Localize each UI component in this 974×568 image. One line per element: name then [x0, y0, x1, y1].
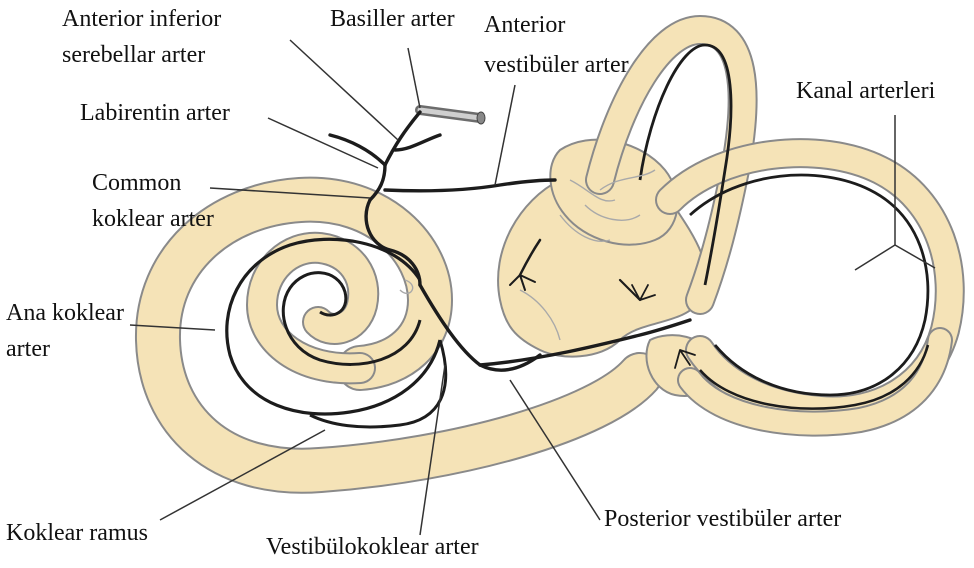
leader-labirentin: [268, 118, 378, 168]
aica: [385, 112, 420, 165]
label-posterior-vestibuler: Posterior vestibüler arter: [604, 504, 841, 534]
basilar-artery-end: [477, 112, 485, 124]
leader-kanal-2: [855, 245, 895, 270]
label-ana-koklear-line2: arter: [6, 334, 50, 364]
label-anterior-inferior-line2: serebellar arter: [62, 40, 205, 70]
label-anterior-inferior-line1: Anterior inferior: [62, 4, 221, 34]
label-koklear-ramus: Koklear ramus: [6, 518, 148, 548]
anterior-vestibular-artery: [385, 180, 555, 191]
leader-basiller: [408, 48, 420, 108]
label-labirentin: Labirentin arter: [80, 98, 230, 128]
label-anterior-vestibuler-line1: Anterior: [484, 10, 565, 40]
label-vestibulokoklear: Vestibülokoklear arter: [266, 532, 479, 562]
label-common-line1: Common: [92, 168, 181, 198]
label-anterior-vestibuler-line2: vestibüler arter: [484, 50, 629, 80]
label-kanal-arterleri: Kanal arterleri: [796, 76, 935, 106]
leader-anterior-vestibuler: [495, 85, 515, 185]
leader-anterior-inferior: [290, 40, 398, 140]
label-ana-koklear-line1: Ana koklear: [6, 298, 124, 328]
label-basiller: Basiller arter: [330, 4, 455, 34]
label-common-line2: koklear arter: [92, 204, 214, 234]
